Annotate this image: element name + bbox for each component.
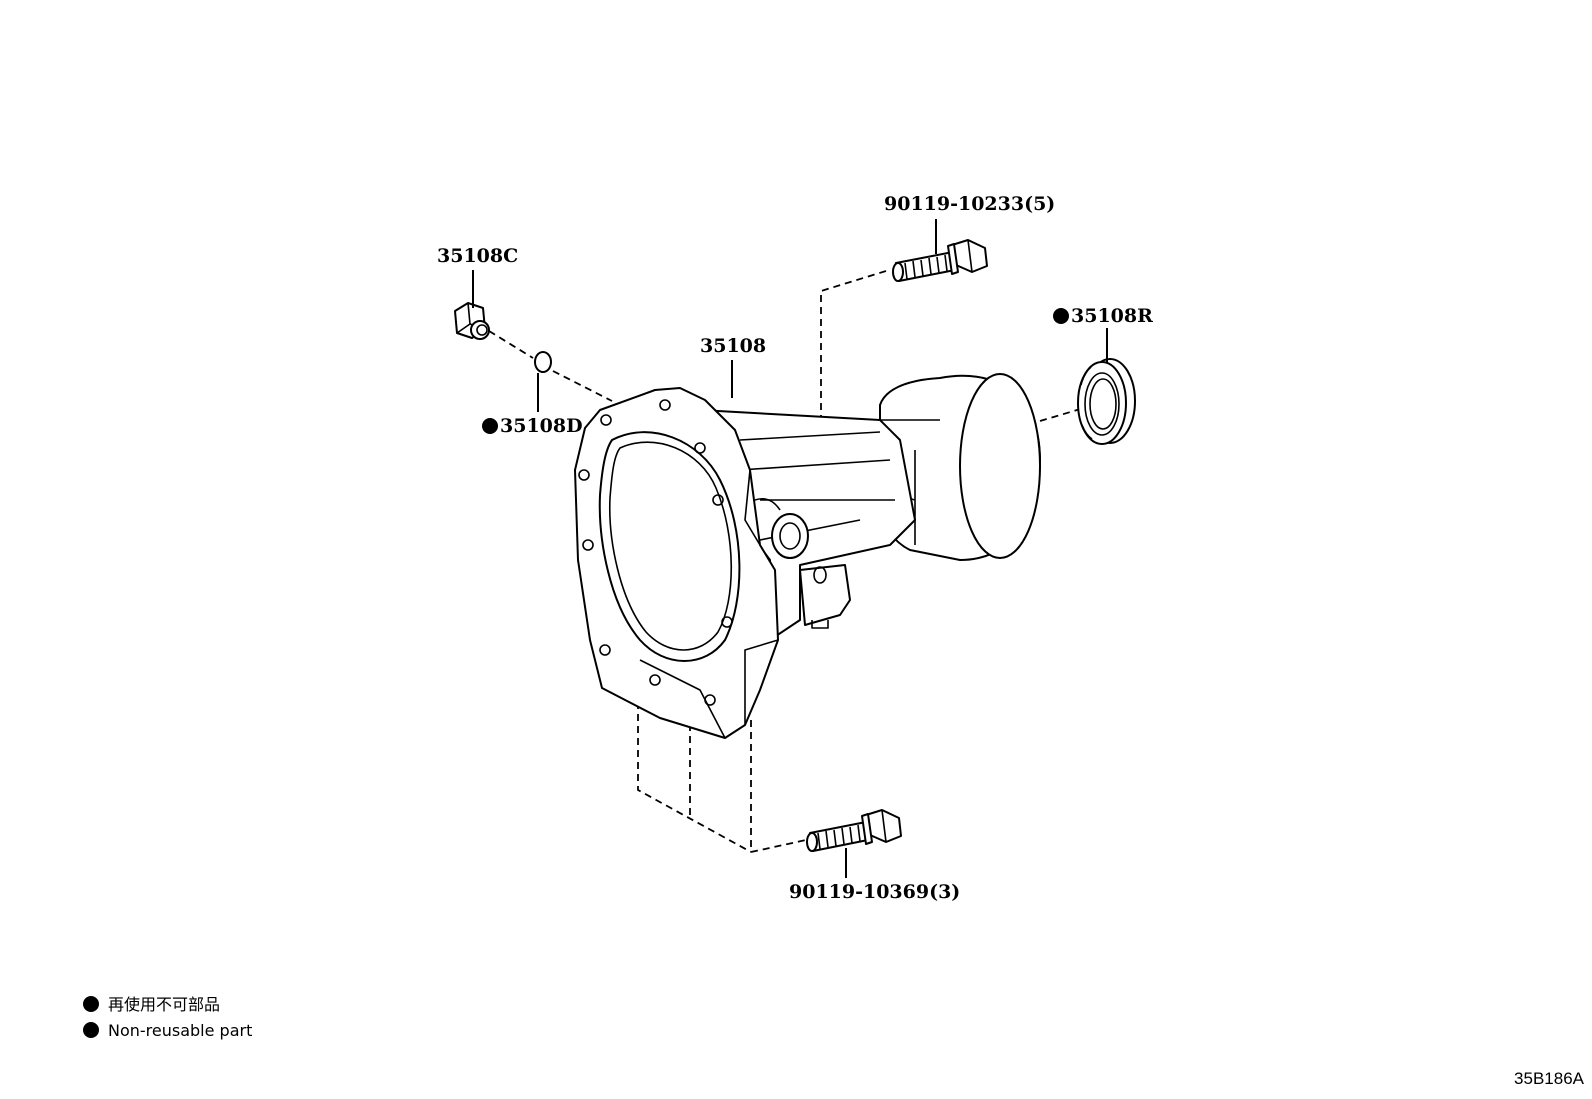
- label-bolt-bottom: 90119-10369(3): [789, 881, 960, 903]
- label-oil-seal: 35108R: [1071, 305, 1153, 327]
- bolt-bottom-icon: [806, 809, 902, 852]
- oil-seal-icon: [1077, 358, 1136, 445]
- drain-plug-icon: [454, 302, 490, 340]
- legend-line-jp: 再使用不可部品: [108, 995, 220, 1014]
- dashed-assembly-lines: [488, 270, 1095, 854]
- label-extension-housing: 35108: [700, 335, 766, 357]
- gasket-icon: [534, 351, 552, 373]
- label-gasket: 35108D: [500, 415, 583, 437]
- legend-dot: [83, 996, 99, 1012]
- legend-dot: [83, 1022, 99, 1038]
- diagram-code: 35B186A: [1514, 1069, 1585, 1088]
- extension-housing-icon: [574, 373, 1041, 739]
- callout-leaders: [472, 219, 1108, 878]
- non-reusable-dot: [1053, 308, 1069, 324]
- legend-line-en: Non-reusable part: [108, 1021, 252, 1040]
- label-bolt-top: 90119-10233(5): [884, 193, 1055, 215]
- bolt-top-icon: [892, 239, 988, 282]
- legend: 再使用不可部品 Non-reusable part: [83, 995, 252, 1040]
- label-drain-plug: 35108C: [437, 245, 518, 267]
- non-reusable-dot: [482, 418, 498, 434]
